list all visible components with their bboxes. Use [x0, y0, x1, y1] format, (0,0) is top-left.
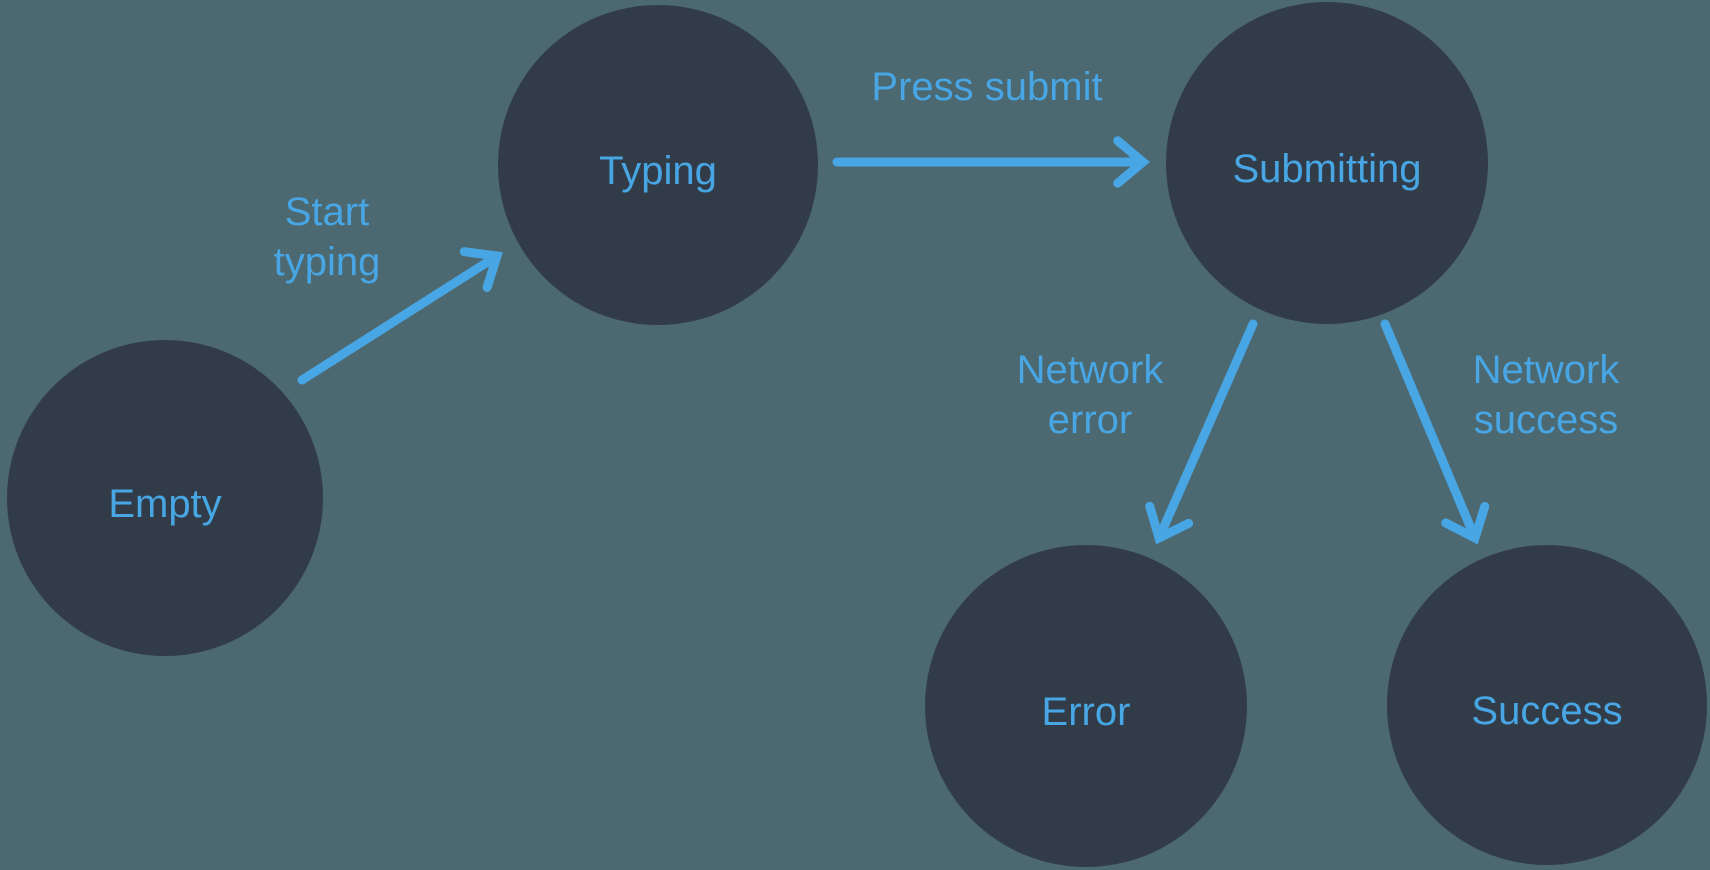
state-label-submitting: Submitting — [1233, 147, 1422, 191]
transition-arrow-network-error — [1157, 319, 1258, 537]
state-node-success — [1387, 545, 1707, 865]
arrowhead-icon — [459, 247, 503, 292]
transition-arrow-start-typing — [297, 255, 496, 385]
state-node-empty — [7, 340, 323, 656]
transition-label-start-typing: typing — [274, 240, 381, 284]
arrowhead-icon — [1441, 501, 1490, 545]
state-label-success: Success — [1471, 689, 1622, 733]
transition-label-network-error: error — [1048, 398, 1132, 442]
transition-label-network-success: Network — [1473, 348, 1621, 392]
transition-arrow-network-success — [1380, 319, 1477, 537]
state-label-empty: Empty — [108, 482, 221, 526]
state-node-typing — [498, 5, 818, 325]
state-label-typing: Typing — [599, 149, 717, 193]
transition-label-network-success: success — [1474, 398, 1619, 442]
arrowhead-icon — [1113, 136, 1151, 188]
state-node-error — [925, 545, 1247, 867]
transition-label-start-typing: Start — [285, 190, 369, 234]
arrowhead-icon — [1145, 501, 1194, 545]
state-label-error: Error — [1042, 690, 1131, 734]
transition-label-network-error: Network — [1017, 348, 1165, 392]
state-node-submitting — [1166, 2, 1488, 324]
transition-label-press-submit: Press submit — [871, 65, 1102, 109]
